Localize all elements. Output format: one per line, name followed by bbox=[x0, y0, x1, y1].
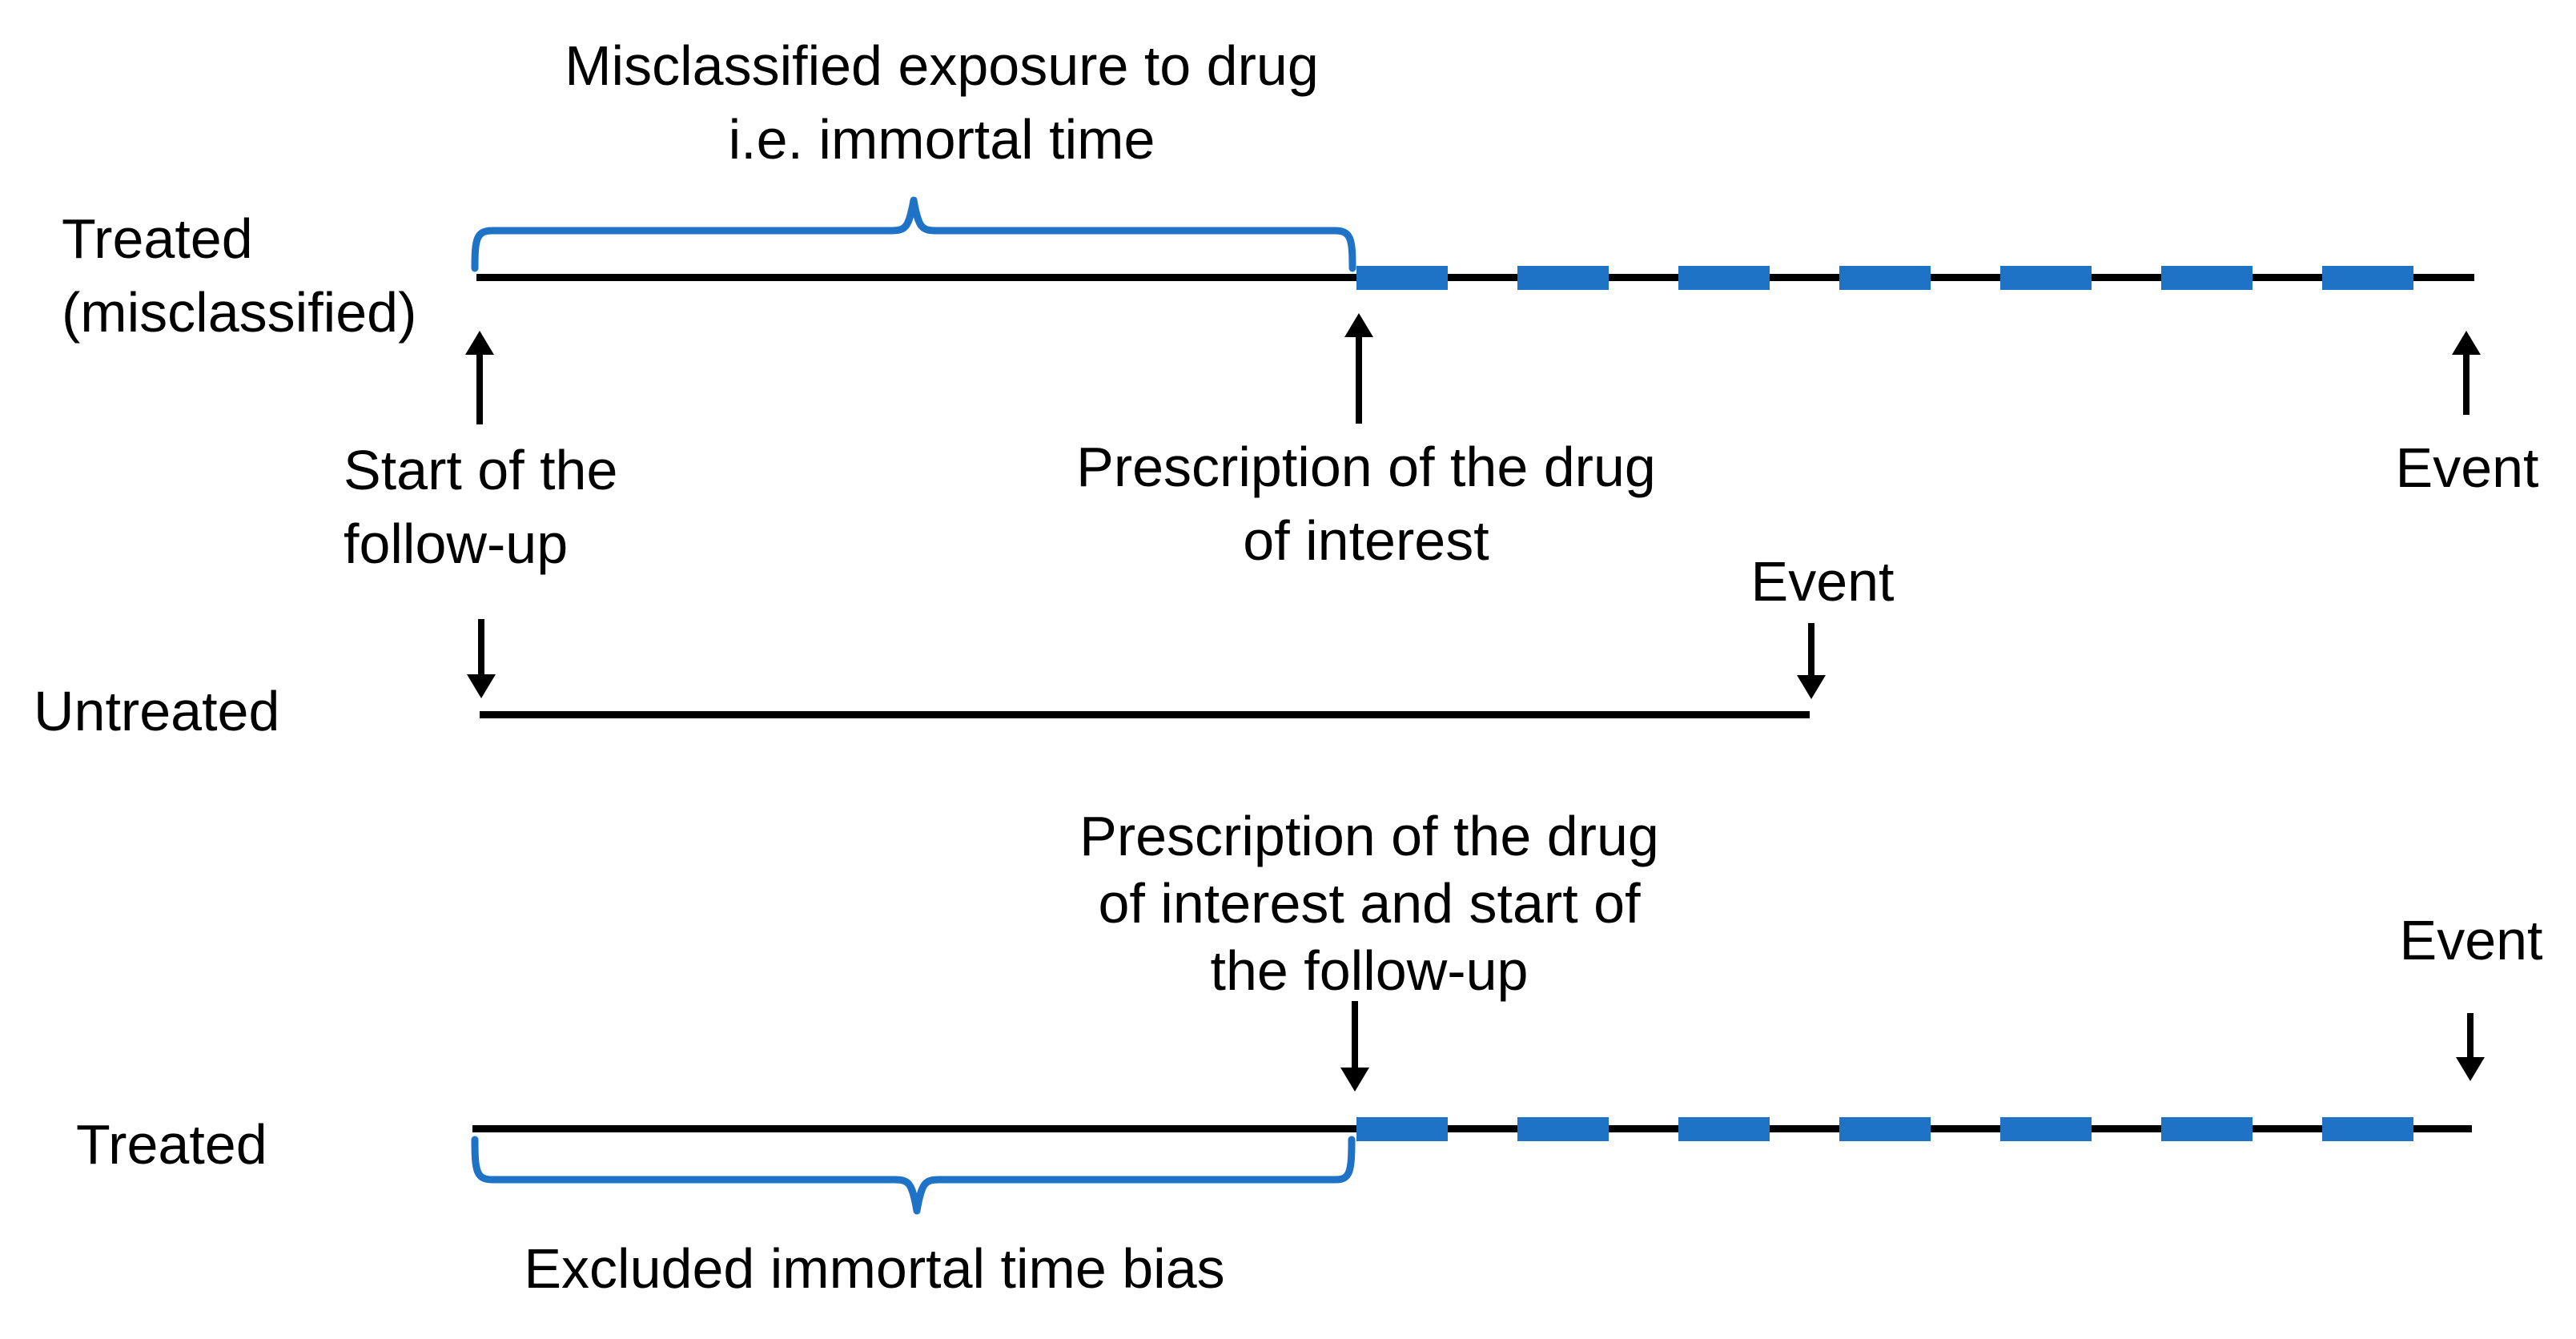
brace-label-line2: i.e. immortal time bbox=[728, 108, 1155, 171]
excluded-immortal-time-label: Excluded immortal time bias bbox=[524, 1237, 1225, 1300]
arrow-up-head bbox=[465, 331, 494, 355]
arrow-up-head bbox=[1344, 313, 1373, 337]
exposure-dash bbox=[1839, 266, 1931, 290]
arrow-down-head bbox=[1797, 675, 1826, 699]
row-label-line1: Treated bbox=[62, 207, 253, 270]
event-label-top: Event bbox=[2395, 436, 2539, 499]
exposure-dash bbox=[2161, 266, 2252, 290]
start-followup-label: Start of the follow-up bbox=[344, 433, 617, 581]
exposure-dash bbox=[1356, 1117, 1448, 1141]
exposure-dash bbox=[1839, 1117, 1931, 1141]
row-label-treated-misclassified: Treated (misclassified) bbox=[62, 202, 416, 349]
event-label-middle: Event bbox=[1750, 550, 1895, 613]
start-label-line2: follow-up bbox=[344, 513, 569, 575]
untreated-event-arrow bbox=[1797, 623, 1826, 699]
exposure-dash bbox=[2322, 1117, 2413, 1141]
start-followup-arrow bbox=[465, 331, 494, 424]
timeline-treated bbox=[472, 1125, 2472, 1132]
arrow-down-head bbox=[467, 674, 496, 698]
immortal-time-brace bbox=[471, 196, 1356, 272]
untreated-start-arrow bbox=[467, 619, 496, 698]
timeline-treated-misclassified bbox=[476, 274, 2474, 281]
exposure-dash bbox=[1678, 266, 1770, 290]
exposure-dash bbox=[1517, 1117, 1609, 1141]
prescription-top-line1: Prescription of the drug bbox=[1076, 436, 1656, 498]
exposure-dash bbox=[2000, 1117, 2092, 1141]
exposure-dash bbox=[2322, 266, 2413, 290]
timeline-untreated bbox=[480, 711, 1810, 718]
prescription-label-bottom: Prescription of the drug of interest and… bbox=[969, 802, 1770, 1004]
prescription-top-line2: of interest bbox=[1243, 509, 1489, 572]
prescription-bottom-line1: Prescription of the drug bbox=[1079, 805, 1659, 867]
start-label-line1: Start of the bbox=[344, 439, 618, 501]
prescription-bottom-line2: of interest and start of bbox=[1098, 872, 1641, 935]
brace-label-line1: Misclassified exposure to drug bbox=[565, 34, 1319, 97]
exposure-dash bbox=[1678, 1117, 1770, 1141]
prescription-bottom-line3: the follow-up bbox=[1210, 939, 1529, 1002]
arrow-down-head bbox=[1340, 1068, 1369, 1092]
exposure-dash bbox=[2161, 1117, 2252, 1141]
prescription-label-top: Prescription of the drug of interest bbox=[1046, 430, 1686, 577]
row-label-line2: (misclassified) bbox=[62, 281, 417, 344]
event-arrow-bottom bbox=[2456, 1013, 2485, 1081]
row-label-untreated: Untreated bbox=[34, 680, 280, 742]
event-label-bottom: Event bbox=[2399, 909, 2543, 971]
excluded-immortal-time-brace bbox=[471, 1136, 1356, 1215]
event-arrow-top bbox=[2452, 331, 2481, 415]
exposure-dash bbox=[1517, 266, 1609, 290]
exposure-dash bbox=[1356, 266, 1448, 290]
immortal-time-brace-label: Misclassified exposure to drug i.e. immo… bbox=[461, 29, 1422, 176]
prescription-arrow-bottom bbox=[1340, 1001, 1369, 1092]
prescription-arrow-top bbox=[1344, 313, 1373, 424]
arrow-down-head bbox=[2456, 1057, 2485, 1081]
row-label-treated: Treated bbox=[76, 1113, 267, 1176]
exposure-dash bbox=[2000, 266, 2092, 290]
arrow-up-head bbox=[2452, 331, 2481, 355]
